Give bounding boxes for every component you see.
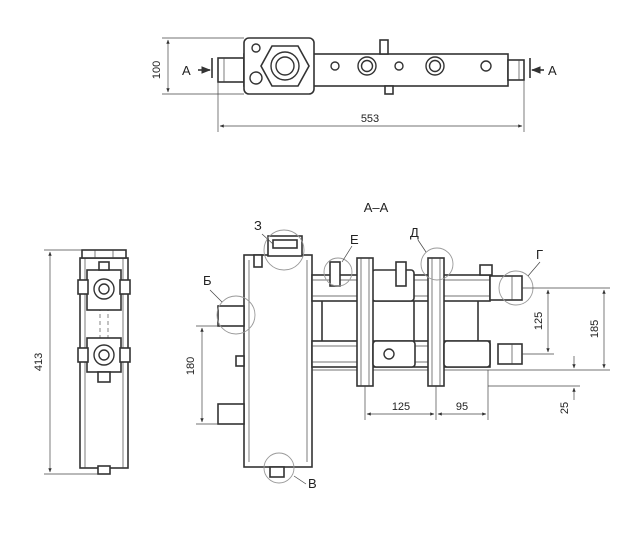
callout-b: Б — [203, 273, 212, 288]
top-fitting-bottom — [384, 85, 394, 95]
callout-g: Г — [536, 247, 543, 262]
dim-25: 25 — [559, 402, 571, 414]
top-view: A A 100 553 — [151, 37, 557, 132]
dim-95: 95 — [456, 401, 468, 413]
section-tank — [243, 254, 313, 468]
riser-left — [356, 257, 374, 387]
port-d — [395, 261, 407, 287]
port-lower-right — [497, 343, 523, 365]
section-view: А–А — [185, 200, 610, 491]
dim-180: 180 — [185, 357, 197, 375]
section-mark-right: A — [548, 63, 557, 78]
section-title: А–А — [364, 200, 389, 215]
dim-side-height: 413 — [33, 353, 45, 371]
port-e — [329, 261, 341, 287]
top-left-stub — [217, 57, 245, 83]
side-view: 413 — [33, 249, 131, 475]
riser-right — [427, 257, 445, 387]
callout-z: З — [254, 218, 262, 233]
callout-d: Д — [410, 225, 419, 240]
dim-125-horizontal: 125 — [392, 401, 410, 413]
dim-125-vertical: 125 — [533, 312, 545, 330]
callout-e: Е — [350, 232, 359, 247]
dim-top-length: 553 — [361, 113, 379, 125]
dim-185: 185 — [589, 320, 601, 338]
port-b — [217, 305, 245, 327]
side-bottom-fitting — [97, 465, 111, 475]
callout-v: В — [308, 476, 317, 491]
top-right-stub — [507, 59, 525, 81]
port-g — [489, 275, 523, 301]
port-v — [269, 466, 285, 478]
section-mark-left: A — [182, 63, 191, 78]
dim-top-height: 100 — [151, 61, 163, 79]
port-lower-left — [217, 403, 245, 425]
partition-block — [371, 269, 415, 302]
side-top-cap — [81, 249, 127, 259]
top-fitting-top — [379, 39, 389, 55]
